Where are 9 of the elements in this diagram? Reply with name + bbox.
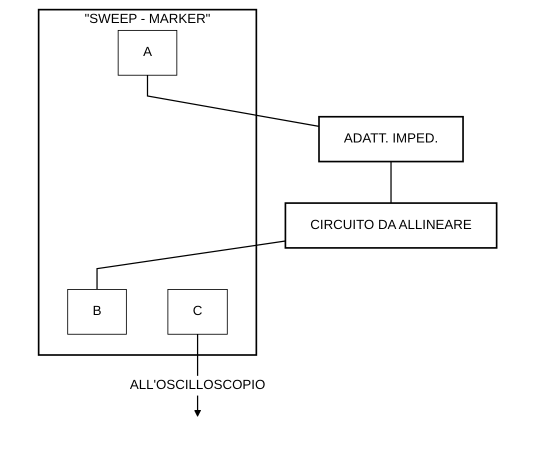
node-box: ADATT. IMPED. (318, 116, 464, 162)
node-box: CIRCUITO DA ALLINEARE (284, 202, 498, 249)
node-box: B (68, 289, 128, 335)
node-box: C (168, 289, 228, 335)
connector (96, 240, 286, 290)
edge-label: ALL'OSCILLOSCOPIO (130, 378, 266, 392)
connector (147, 75, 320, 127)
connector (390, 162, 392, 204)
node-box: A (118, 30, 178, 76)
